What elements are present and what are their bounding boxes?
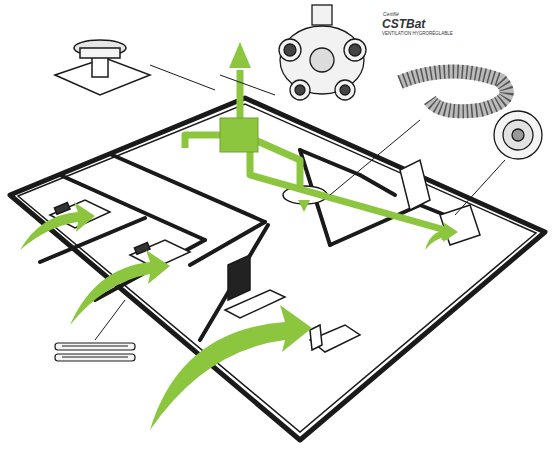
logo-caption: Certifié — [383, 12, 399, 17]
fan-unit-box — [220, 118, 258, 152]
wall-inner — [18, 104, 536, 432]
air-inlet-grille — [55, 343, 135, 361]
leader-line — [220, 75, 275, 95]
leader-line — [95, 300, 125, 340]
roof-cap — [55, 40, 150, 95]
fan-unit — [279, 5, 366, 100]
logo-text: CSTBat — [382, 18, 425, 30]
beds — [50, 200, 190, 268]
leader-line — [330, 120, 420, 195]
logo-caption: VENTILATION HYGRORÉGLABLE — [382, 32, 453, 37]
leader-line — [150, 65, 215, 90]
ducts — [185, 70, 445, 240]
interior-walls — [40, 150, 470, 340]
exhaust-arrow — [229, 42, 251, 68]
extract-vent — [494, 111, 542, 159]
air-inlet-arrows — [20, 183, 458, 430]
house-outline — [10, 98, 545, 440]
leader-line — [455, 160, 505, 215]
flexible-duct — [400, 71, 507, 111]
